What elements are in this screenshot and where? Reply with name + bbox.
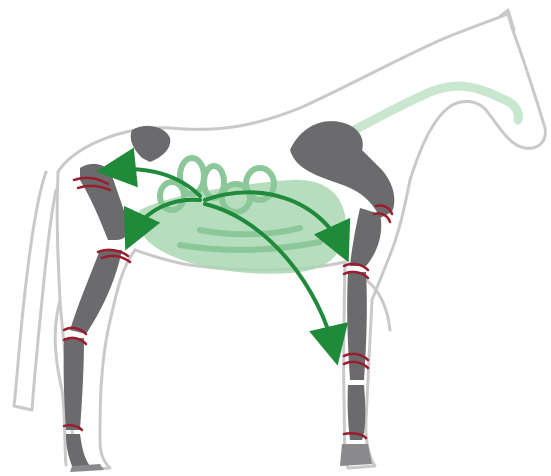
humerus-bone [350, 208, 381, 266]
femur-bone [80, 164, 129, 240]
pelvis-bone [131, 126, 170, 162]
front-pastern-bone [348, 385, 366, 440]
front-hoof [340, 444, 372, 466]
tibia-bone [70, 250, 122, 334]
hind-pastern-bone [66, 434, 90, 466]
hind-cannon-bone [64, 338, 84, 430]
